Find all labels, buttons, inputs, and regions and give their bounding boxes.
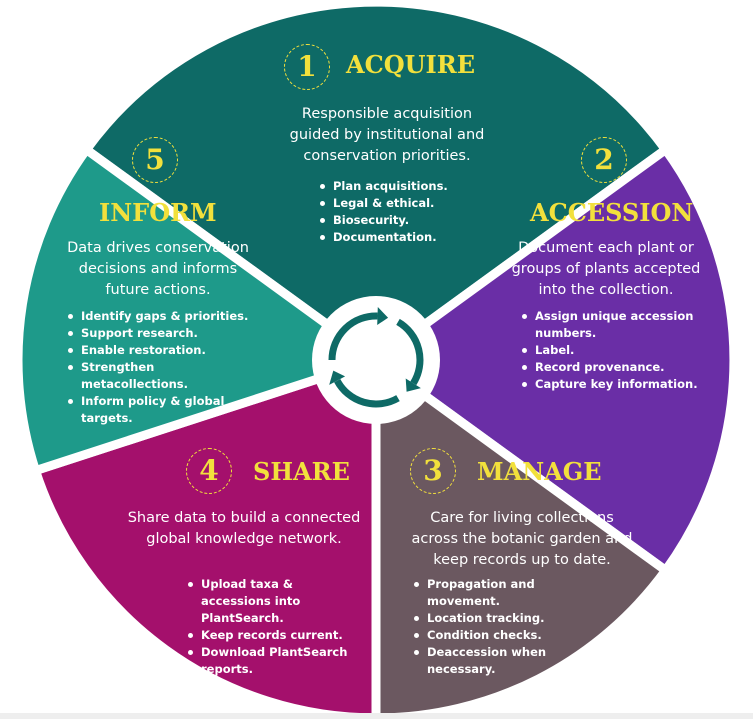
bullet-item: Strengthen metacollections. (64, 359, 264, 393)
wedge-acquire (81, 0, 671, 365)
cycle-arrows-icon (328, 307, 424, 408)
bullet-item: Legal & ethical. (316, 195, 476, 212)
wedge-inform (13, 145, 381, 476)
step-bullet-list: Identify gaps & priorities. Support rese… (64, 308, 264, 427)
bullet-item: Label. (518, 342, 698, 359)
wedge-accession (371, 145, 739, 575)
step-description: Data drives conservation decisions and i… (67, 240, 249, 298)
step-title: MANAGE (477, 457, 602, 486)
bullet-item: Deaccession when necessary. (410, 644, 610, 678)
bullet-item: Biosecurity. (316, 212, 476, 229)
bullet-item: Enable restoration. (64, 342, 264, 359)
step-description: Responsible acquisition guided by instit… (289, 106, 485, 164)
bullet-item: Propagation and movement. (410, 576, 610, 610)
bullet-item: Upload taxa & accessions into PlantSearc… (184, 576, 364, 627)
step-bullet-list: Upload taxa & accessions into PlantSearc… (184, 576, 364, 678)
step-description: Care for living collections across the b… (411, 510, 633, 568)
bullet-item: Download PlantSearch reports. (184, 644, 364, 678)
step-bullet-list: Plan acquisitions. Legal & ethical. Bios… (316, 178, 476, 246)
bullet-item: Capture key information. (518, 376, 698, 393)
step-title: SHARE (253, 457, 350, 486)
bullet-item: Identify gaps & priorities. (64, 308, 264, 325)
step-number-badge: 1 (284, 44, 330, 90)
bullet-item: Plan acquisitions. (316, 178, 476, 195)
step-number-badge: 2 (581, 137, 627, 183)
step-number-badge: 3 (410, 448, 456, 494)
step-bullet-list: Propagation and movement. Location track… (410, 576, 610, 678)
step-number-badge: 4 (186, 448, 232, 494)
step-bullet-list: Assign unique accession numbers. Label. … (518, 308, 698, 393)
bullet-item: Condition checks. (410, 627, 610, 644)
step-title: ACCESSION (530, 198, 694, 227)
bullet-item: Assign unique accession numbers. (518, 308, 698, 342)
bullet-item: Support research. (64, 325, 264, 342)
bullet-item: Location tracking. (410, 610, 610, 627)
bullet-item: Inform policy & global targets. (64, 393, 264, 427)
bullet-item: Documentation. (316, 229, 476, 246)
step-number-badge: 5 (132, 137, 178, 183)
step-description: Document each plant or groups of plants … (511, 240, 701, 298)
bullet-item: Keep records current. (184, 627, 364, 644)
step-title: INFORM (99, 198, 217, 227)
bullet-item: Record provenance. (518, 359, 698, 376)
step-title: ACQUIRE (346, 50, 476, 79)
bottom-strip (0, 713, 753, 719)
step-description: Share data to build a connected global k… (127, 510, 361, 547)
